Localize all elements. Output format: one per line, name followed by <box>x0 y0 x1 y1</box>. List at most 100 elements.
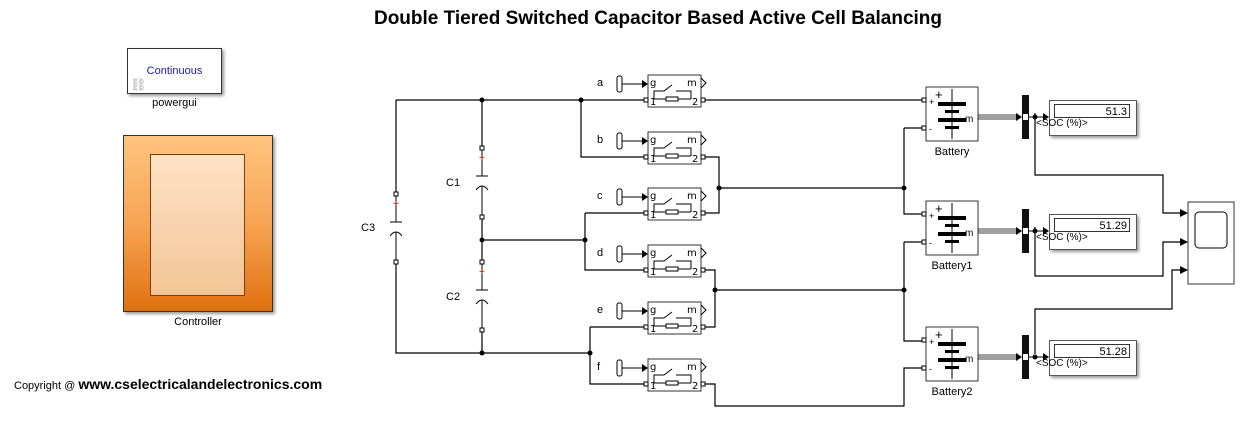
diagram-title: Double Tiered Switched Capacitor Based A… <box>373 8 943 29</box>
capacitors: + + + <box>389 145 489 333</box>
soc-display-block[interactable]: 51.28 <box>1049 340 1137 376</box>
m-output-arrow <box>700 77 707 89</box>
port <box>479 259 485 265</box>
capacitor-block[interactable]: + <box>475 145 489 220</box>
goto-tag[interactable] <box>616 359 623 377</box>
soc-display-block[interactable]: 51.3 <box>1049 100 1137 136</box>
m-output-label: m <box>965 228 973 239</box>
port-label-1: 1 <box>650 267 656 278</box>
port-label-m: m <box>687 135 697 146</box>
port <box>393 259 399 265</box>
port-label-g: g <box>650 362 656 373</box>
battery-cell-icon <box>945 126 959 129</box>
junction-dot <box>578 97 584 103</box>
goto-tag[interactable] <box>616 302 623 320</box>
port-plus-label: + <box>929 211 934 221</box>
port-label-1: 1 <box>650 324 656 335</box>
switch-contact <box>676 147 692 156</box>
capacitor-block[interactable]: + <box>389 191 403 265</box>
port-1 <box>643 381 649 387</box>
wire <box>903 242 923 342</box>
signal-line <box>1034 227 1180 277</box>
m-output-arrow <box>700 247 707 259</box>
port <box>479 214 485 220</box>
soc-signal-label: <SOC (%)> <box>1036 232 1088 243</box>
port-plus-label: + <box>929 337 934 347</box>
wire <box>703 156 720 214</box>
capacitor-block[interactable]: + <box>475 259 489 333</box>
port-label-m: m <box>687 362 697 373</box>
bus-selector-port <box>1023 114 1028 120</box>
battery-cell-icon <box>938 232 966 236</box>
junction-dot <box>479 237 485 243</box>
port-1 <box>643 324 649 330</box>
m-output-arrow <box>700 361 707 373</box>
goto-tag[interactable] <box>616 188 623 206</box>
soc-display-block[interactable]: 51.29 <box>1049 214 1137 250</box>
port <box>479 145 485 151</box>
goto-tag[interactable] <box>616 75 623 93</box>
port-label-2: 2 <box>692 210 698 221</box>
soc-signal-label: <SOC (%)> <box>1036 358 1088 369</box>
junction-dot <box>1032 228 1038 234</box>
battery-cell-icon <box>945 110 959 113</box>
port-label-2: 2 <box>692 154 698 165</box>
port-minus <box>921 365 927 371</box>
switch-body[interactable] <box>647 244 702 278</box>
scope-screen-icon <box>1194 211 1228 249</box>
port-label-m: m <box>687 78 697 89</box>
battery-label: Battery2 <box>931 386 973 398</box>
goto-tag[interactable] <box>616 132 623 150</box>
switch-contact <box>676 260 692 269</box>
wire <box>589 327 646 385</box>
wire <box>580 100 646 158</box>
junction-dot <box>1032 114 1038 120</box>
input-arrow <box>642 307 648 315</box>
polarity-plus: + <box>393 199 399 210</box>
switch-contact <box>653 141 673 156</box>
battery-cell-icon <box>938 358 966 362</box>
battery-block[interactable]: ++-m <box>921 86 1049 142</box>
port-minus-label: - <box>929 364 932 374</box>
input-arrow <box>642 364 648 372</box>
capacitor-label: C2 <box>446 291 461 303</box>
port-label-m: m <box>687 305 697 316</box>
copyright-site[interactable]: www.cselectricalandelectronics.com <box>78 376 323 392</box>
scope-block[interactable] <box>1180 201 1235 285</box>
switch-body[interactable] <box>647 358 702 392</box>
port-label-1: 1 <box>650 154 656 165</box>
battery-cell-icon <box>938 102 966 106</box>
gate-signal-label: e <box>597 304 604 316</box>
junction-dot <box>1032 354 1038 360</box>
battery-plus-sign: + <box>935 201 943 216</box>
port-minus <box>921 125 927 131</box>
port-label-2: 2 <box>692 324 698 335</box>
soc-value: 51.28 <box>1054 344 1130 358</box>
port-label-g: g <box>650 78 656 89</box>
input-arrow <box>1180 266 1188 274</box>
input-arrow <box>642 250 648 258</box>
battery-plus-sign: + <box>935 327 943 342</box>
goto-tag[interactable] <box>616 245 623 263</box>
controller-subsystem-block[interactable] <box>123 135 273 312</box>
input-arrow <box>1043 227 1049 235</box>
powergui-block[interactable]: Continuous ⛓ <box>127 48 222 94</box>
port-1 <box>643 97 649 103</box>
battery-block[interactable]: ++-m <box>921 326 1049 382</box>
copyright-prefix: Copyright @ <box>14 380 79 392</box>
copyright-notice: Copyright @ www.cselectricalandelectroni… <box>14 376 322 392</box>
resistor-icon <box>665 266 679 272</box>
battery-label: Battery <box>934 146 970 158</box>
port-plus <box>921 337 927 343</box>
controller-label: Controller <box>174 316 222 328</box>
port-label-2: 2 <box>692 97 698 108</box>
wire <box>584 213 646 271</box>
battery-block[interactable]: ++-m <box>921 200 1049 256</box>
